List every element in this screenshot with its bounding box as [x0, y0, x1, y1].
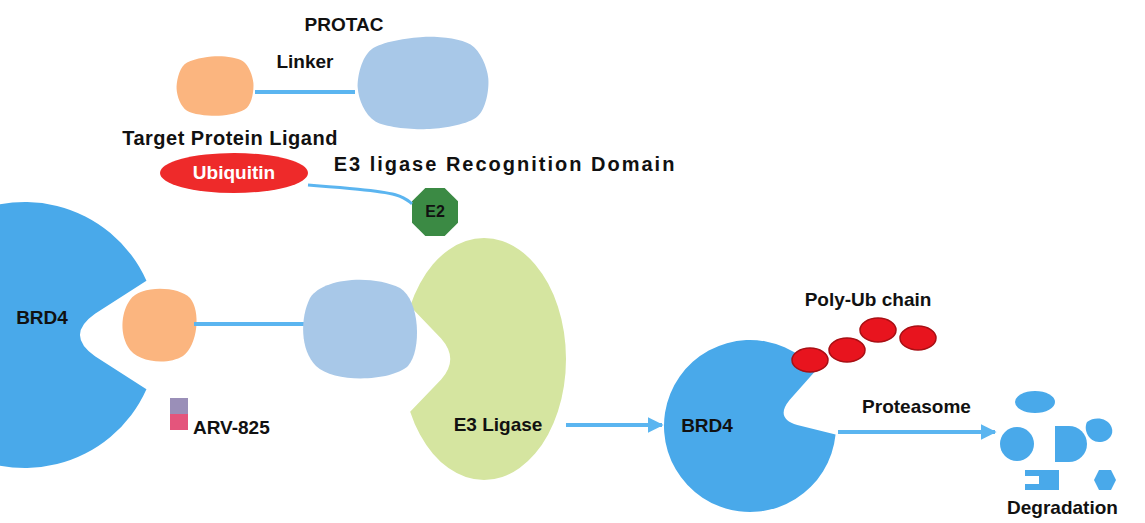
shape-label: E3 Ligase [454, 414, 543, 436]
e2-octagon: E2 [412, 188, 458, 236]
ub-bead [792, 348, 828, 372]
recognition-blob [303, 280, 417, 379]
degradation-fragments: Degradation [995, 392, 1130, 492]
poly-ub-chain [792, 318, 936, 372]
ligand-blob-node: Target Protein Ligand [175, 55, 255, 117]
arv-swatch-bottom [170, 414, 188, 430]
shape-fill [160, 153, 308, 193]
chain-label: Poly-Ub chain [805, 289, 932, 311]
shape-label: E2 [425, 203, 445, 221]
ub-bead [900, 326, 936, 350]
shape-outline [175, 55, 255, 117]
shape-fill [1086, 419, 1113, 442]
edge-label-holder: Linker [273, 51, 336, 73]
shape-fill [410, 238, 566, 480]
shape-label: BRD4 [681, 415, 733, 437]
shape-caption: Target Protein Ligand [122, 127, 338, 150]
shape-fill [1094, 470, 1116, 490]
shape-label: BRD4 [16, 307, 68, 329]
recognition-blob-node: E3 ligase Recognition Domain [355, 35, 491, 131]
text-label: Poly-Ub chain [805, 289, 932, 310]
shape-fill [664, 340, 836, 512]
shape-fill [177, 56, 254, 116]
drug-name: ARV-825 [193, 417, 270, 439]
edge-label: Proteasome [859, 396, 974, 417]
title-holder: PROTAC [305, 14, 384, 36]
shape-outline [402, 238, 566, 480]
shape-outline [0, 200, 158, 470]
connector [255, 90, 355, 94]
ub-bead [860, 318, 896, 342]
brd4-protein: BRD4 [662, 338, 838, 514]
edge-label: Linker [273, 51, 336, 72]
shape-fill [1025, 470, 1059, 490]
ubiquitin-ellipse: Ubiquitin [160, 153, 308, 193]
connector [566, 423, 662, 427]
brd4-protein: BRD4 [0, 200, 158, 470]
text-label: ARV-825 [193, 417, 270, 438]
connector [308, 185, 412, 204]
edge-label-holder: Proteasome [859, 396, 974, 418]
shape-caption: Degradation [1007, 497, 1118, 519]
shape-fill [0, 202, 146, 468]
ligand-blob [122, 289, 196, 362]
connector [838, 430, 995, 434]
shape-fill [1055, 426, 1087, 462]
shape-fill [1015, 391, 1055, 413]
shape-fill [358, 37, 489, 129]
shape-caption: E3 ligase Recognition Domain [334, 153, 677, 176]
shape-fill [1000, 427, 1034, 461]
shape-fill [412, 188, 458, 236]
ub-bead [829, 338, 865, 362]
linker-line [194, 322, 308, 326]
e3-ligase: E3 Ligase [402, 238, 566, 480]
arv-swatch-top [170, 398, 188, 414]
shape-outline [355, 35, 491, 131]
shape-label: Ubiquitin [193, 162, 275, 184]
diagram-title: PROTAC [305, 14, 384, 35]
shape-outline [995, 392, 1130, 492]
